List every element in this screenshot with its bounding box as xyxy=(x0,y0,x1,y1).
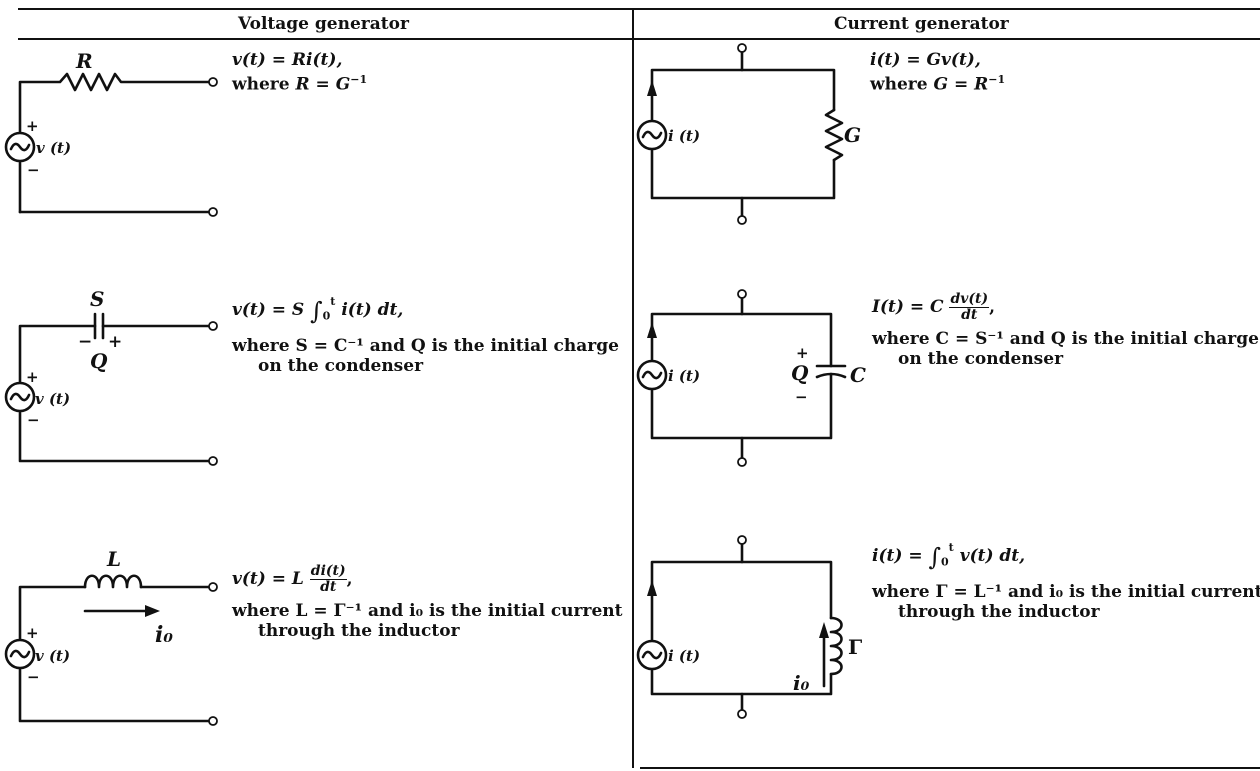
top-rule xyxy=(18,8,1260,10)
eq-capacitor-voltage: v(t) = S ∫0t i(t) dt, where S = C⁻¹ and … xyxy=(232,295,619,377)
voltage-resistor-circuit: + − R v (t) xyxy=(4,49,218,217)
svg-text:−: − xyxy=(795,388,808,406)
svg-text:−: − xyxy=(27,161,40,179)
eq-inductor-current: i(t) = ∫0t v(t) dt, where Γ = L⁻¹ and i₀… xyxy=(872,541,1260,623)
bottom-rule xyxy=(640,767,1260,769)
svg-text:+: + xyxy=(26,624,39,642)
gamma-label: Γ xyxy=(848,635,862,659)
svg-text:+: + xyxy=(26,117,39,135)
initial-current-label: i₀ xyxy=(155,622,173,648)
current-source-label: i (t) xyxy=(668,367,700,385)
svg-text:−: − xyxy=(78,332,92,352)
svg-text:−: − xyxy=(27,411,40,429)
conductance-label-G: G xyxy=(844,123,861,147)
column-divider xyxy=(632,8,634,768)
eq-inductor-voltage: v(t) = L di(t)dt, where L = Γ⁻¹ and i₀ i… xyxy=(232,563,623,642)
charge-label-Q: Q xyxy=(791,361,809,385)
voltage-generator-header: Voltage generator xyxy=(238,14,409,34)
voltage-inductor-circuit: + − L i₀ v (t) xyxy=(4,547,218,726)
capacitance-label-C: C xyxy=(850,363,866,387)
voltage-source-label: v (t) xyxy=(35,647,70,665)
inductance-label-L: L xyxy=(106,547,121,571)
voltage-source-label: v (t) xyxy=(36,139,71,157)
capacitor-label-S: S xyxy=(90,287,104,311)
current-source-label: i (t) xyxy=(668,127,700,145)
current-inductor-circuit: Γ i₀ i (t) xyxy=(636,535,862,719)
voltage-capacitor-circuit: + − S − + Q v (t) xyxy=(4,287,218,466)
header-rule xyxy=(18,38,1260,40)
eq-capacitor-current: I(t) = C dv(t)dt, where C = S⁻¹ and Q is… xyxy=(872,291,1259,370)
current-capacitor-circuit: + − Q C i (t) xyxy=(636,289,866,467)
charge-label-Q: Q xyxy=(90,349,108,373)
svg-text:+: + xyxy=(796,344,809,362)
current-generator-header: Current generator xyxy=(834,14,1009,34)
resistor-label-R: R xyxy=(75,49,93,73)
current-source-label: i (t) xyxy=(668,647,700,665)
svg-text:−: − xyxy=(27,668,40,686)
current-conductance-circuit: G i (t) xyxy=(636,43,861,225)
svg-text:+: + xyxy=(26,368,39,386)
eq-conductance-current: i(t) = Gv(t), where G = R−1 xyxy=(870,50,1006,95)
eq-resistor-voltage: v(t) = Ri(t), where R = G−1 xyxy=(232,50,368,95)
initial-current-label: i₀ xyxy=(793,671,810,695)
voltage-source-label: v (t) xyxy=(35,390,70,408)
svg-text:+: + xyxy=(108,332,122,352)
